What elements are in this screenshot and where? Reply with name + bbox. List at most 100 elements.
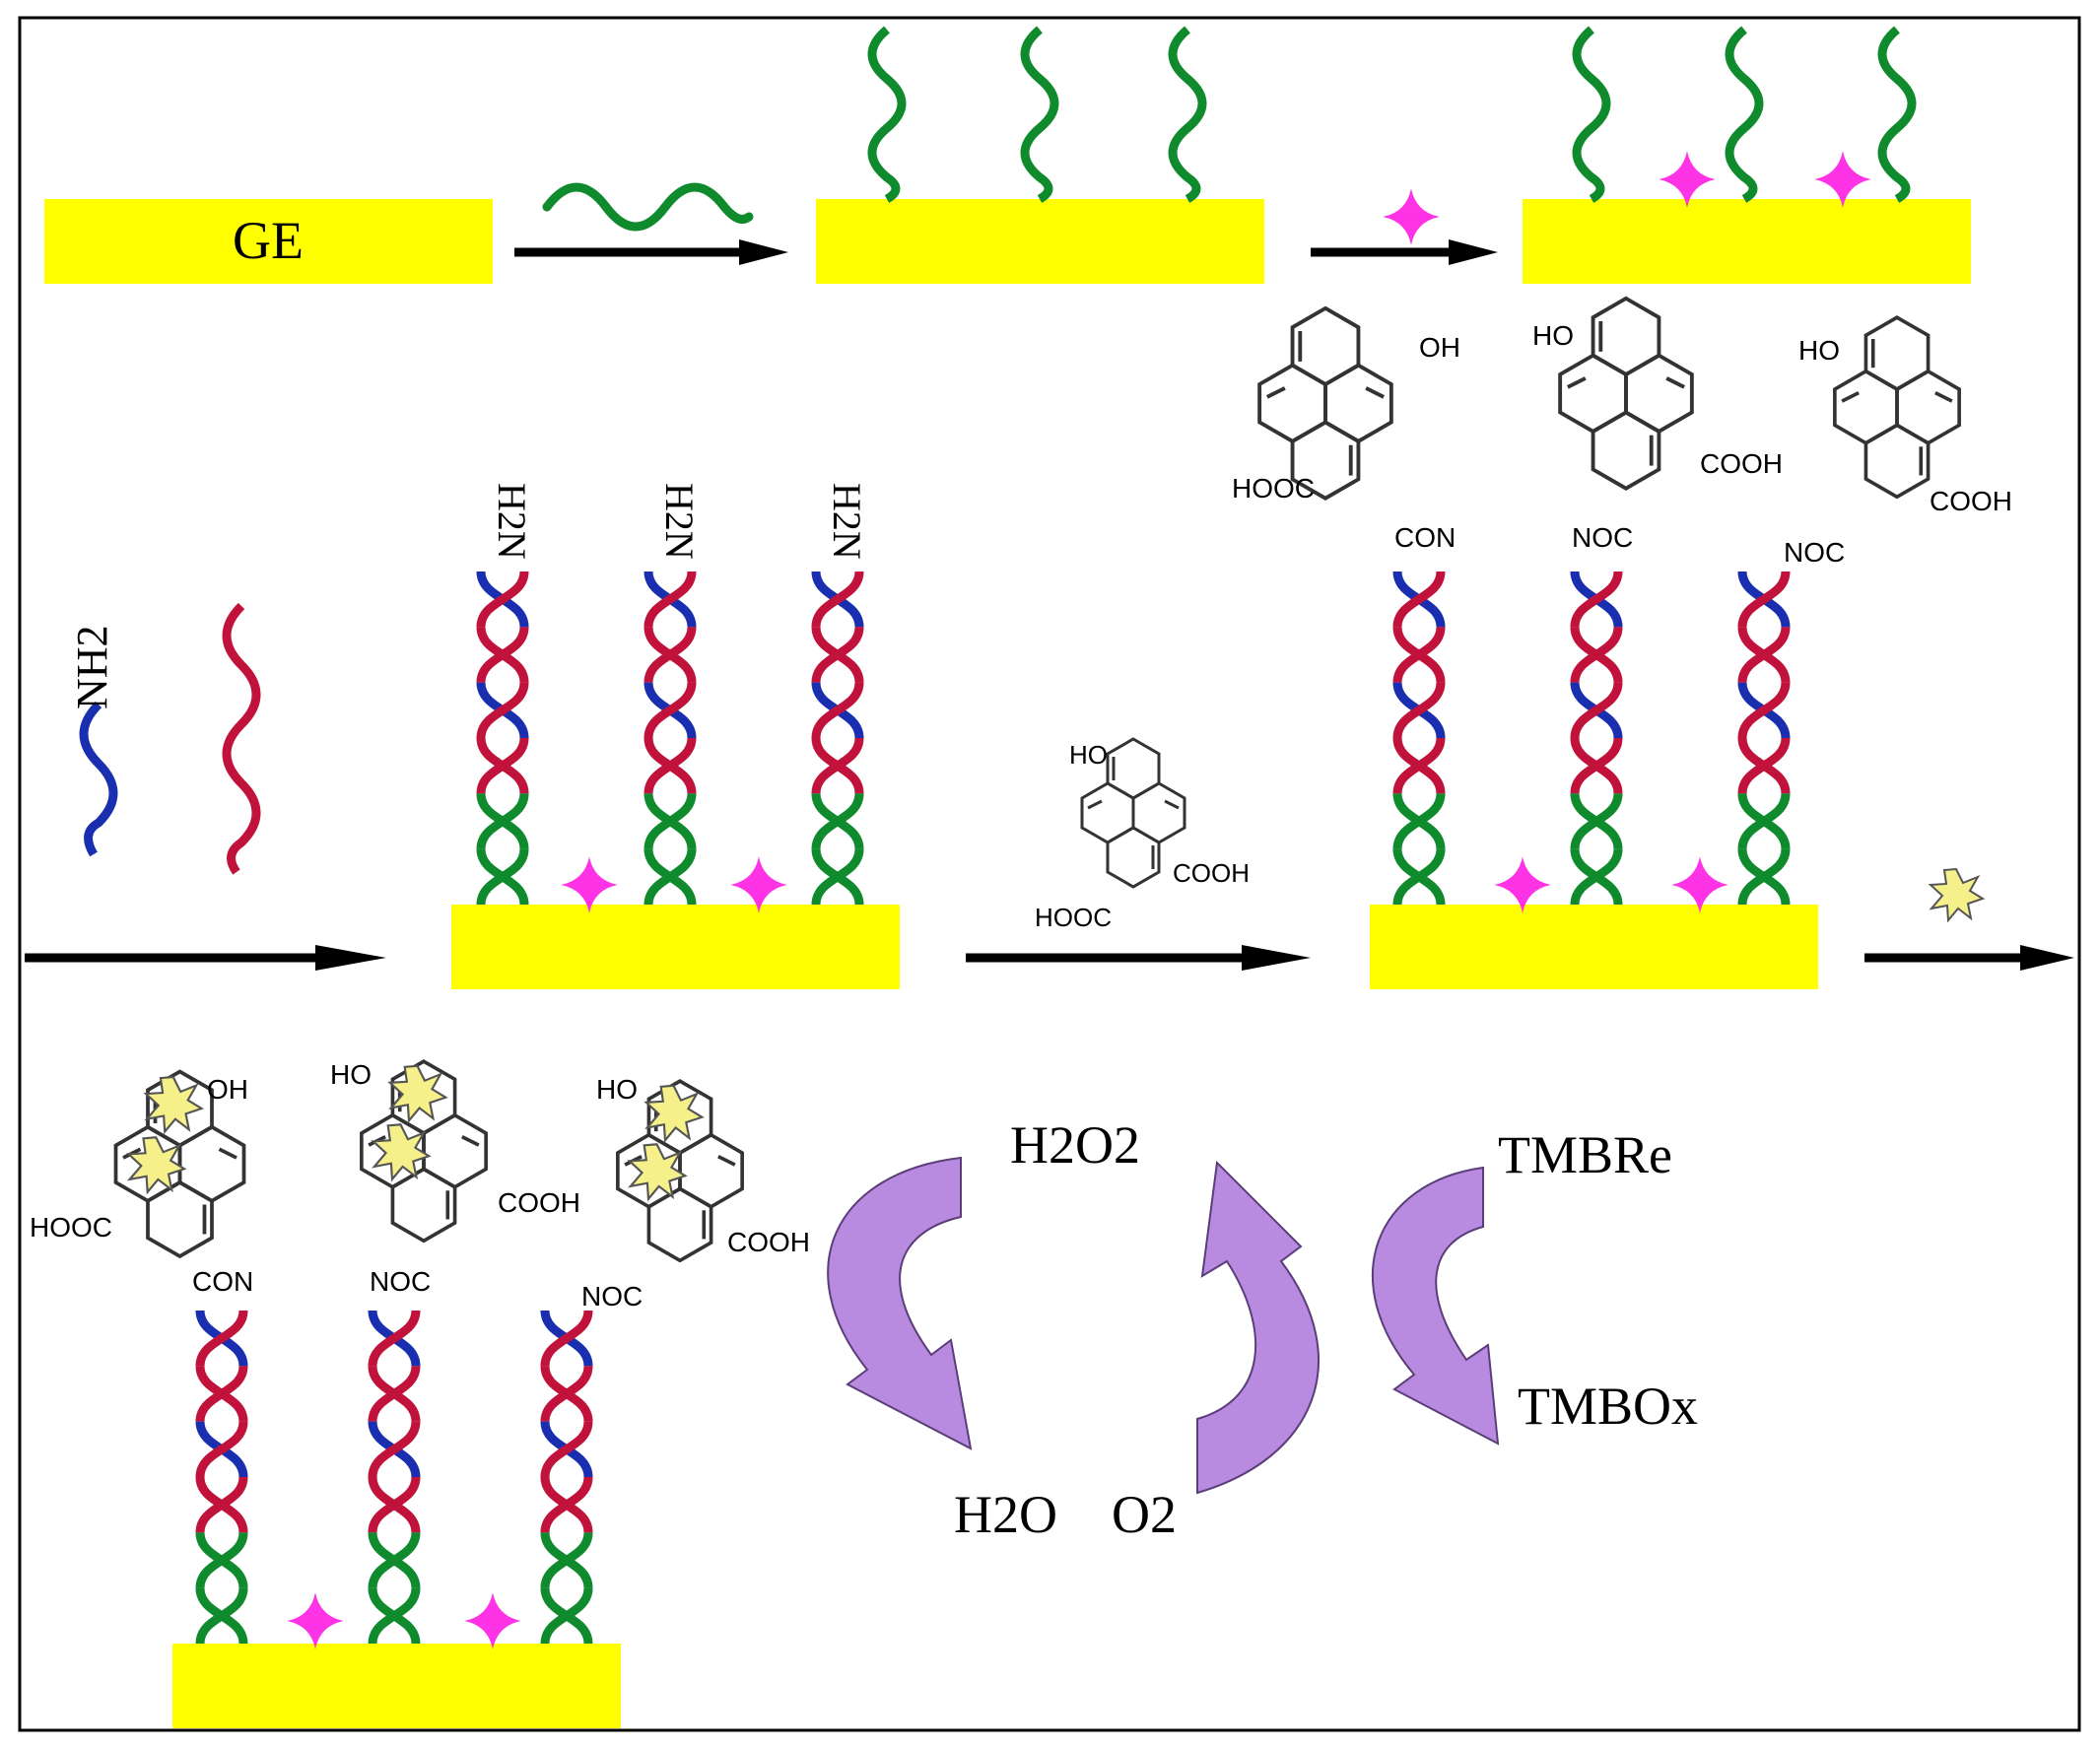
h2o-label: H2O [954, 1485, 1057, 1544]
noc-label: NOC [370, 1266, 431, 1297]
ho-label: HO [1798, 335, 1840, 366]
arrow-step-1 [514, 239, 788, 265]
o2-label: O2 [1112, 1485, 1177, 1544]
pyrene-molecule-icon [1833, 315, 1961, 500]
electrode-probe-blocked [1523, 26, 1971, 284]
helix-segment [195, 1587, 248, 1645]
pyrene-molecule-icon [1558, 296, 1694, 491]
helix-segment [195, 1531, 248, 1589]
helix-segment [540, 1531, 593, 1589]
helix-segment [476, 792, 529, 850]
electrode-bare: GE [44, 199, 493, 284]
helix-segment [1392, 571, 1446, 628]
pyrene-reagent: HO COOH HOOC [1035, 737, 1250, 932]
arrow-step-3 [25, 945, 386, 971]
helix-segment [1392, 848, 1446, 906]
cooh-label: COOH [1930, 486, 2012, 516]
blocker-star-icon [464, 1592, 521, 1649]
helix-segment [644, 682, 697, 739]
electrode-nanozyme-bound [172, 1644, 621, 1728]
free-strands: NH2 [68, 602, 261, 875]
helix-segment [811, 737, 864, 794]
reagent-cooh-label: COOH [1173, 858, 1250, 888]
helix-segment [195, 1310, 248, 1367]
helix-segment [1570, 848, 1623, 906]
ssdna-probe-icon [1020, 26, 1059, 203]
nanozyme-particle-icon [1930, 868, 1984, 921]
dsdna-duplex [368, 1310, 421, 1645]
helix-segment [476, 848, 529, 906]
ssdna-probe-icon [1168, 26, 1207, 203]
amine-strand-icon [79, 701, 118, 857]
reagent-ho-label: HO [1069, 740, 1108, 770]
helix-segment [1570, 626, 1623, 684]
noc-label: NOC [1572, 522, 1633, 553]
ho-label: HO [330, 1059, 372, 1090]
helix-segment [1737, 737, 1791, 794]
helix-segment [811, 848, 864, 906]
oh-label: OH [1419, 332, 1460, 363]
electrode-probe-immobilized [816, 26, 1264, 284]
target-strand-icon [222, 602, 261, 875]
helix-segment [811, 626, 864, 684]
dsdna-duplex [1737, 571, 1791, 906]
helix-segment [1737, 848, 1791, 906]
h2o2-label: H2O2 [1010, 1115, 1140, 1175]
amine-top-label: H2N [825, 483, 869, 560]
free-probe-strand-icon [542, 182, 754, 232]
dsdna-duplex [540, 1310, 593, 1645]
hooc-label: HOOC [30, 1212, 112, 1243]
figure-border [18, 16, 2081, 1732]
cooh-label: COOH [498, 1187, 580, 1218]
helix-segment [1570, 792, 1623, 850]
cooh-label: COOH [1700, 448, 1783, 479]
tmb-ox-label: TMBOx [1518, 1377, 1698, 1436]
dsdna-duplex [476, 571, 529, 906]
helix-segment [811, 682, 864, 739]
helix-segment [476, 571, 529, 628]
electrode-pyrene-labeled [1370, 905, 1818, 989]
helix-segment [368, 1587, 421, 1645]
helix-segment [368, 1476, 421, 1533]
helix-segment [540, 1476, 593, 1533]
dsdna-duplex [195, 1310, 248, 1645]
helix-segment [195, 1421, 248, 1478]
helix-segment [195, 1476, 248, 1533]
blocker-star-icon [1383, 188, 1440, 245]
amine-free-label: NH2 [68, 625, 116, 709]
helix-segment [644, 626, 697, 684]
helix-segment [540, 1587, 593, 1645]
ho-label: HO [1532, 320, 1574, 351]
tmb-re-label: TMBRe [1498, 1125, 1672, 1184]
electrode-label: GE [233, 211, 304, 270]
helix-segment [1737, 682, 1791, 739]
helix-segment [1392, 626, 1446, 684]
helix-segment [476, 737, 529, 794]
ho-label: HO [596, 1074, 638, 1105]
helix-segment [1570, 737, 1623, 794]
helix-segment [540, 1365, 593, 1423]
helix-segment [644, 571, 697, 628]
arrow-step-4 [966, 945, 1311, 971]
hooc-label: HOOC [1232, 473, 1315, 504]
reagent-hooc-label: HOOC [1035, 903, 1112, 932]
dsdna-duplex [1392, 571, 1446, 906]
helix-segment [644, 848, 697, 906]
curved-arrow-left-icon [827, 1156, 973, 1450]
arrow-step-2 [1311, 239, 1498, 265]
blocker-star-icon [287, 1592, 344, 1649]
curved-arrow-right-icon [1371, 1166, 1500, 1446]
ssdna-probe-icon [867, 26, 907, 203]
helix-segment [368, 1365, 421, 1423]
noc-label: NOC [581, 1281, 643, 1312]
dsdna-duplex [644, 571, 697, 906]
helix-segment [368, 1421, 421, 1478]
helix-segment [1737, 626, 1791, 684]
helix-segment [476, 626, 529, 684]
helix-segment [811, 571, 864, 628]
helix-segment [644, 792, 697, 850]
ssdna-probe-icon [1572, 26, 1611, 203]
helix-segment [368, 1310, 421, 1367]
helix-segment [1737, 571, 1791, 628]
